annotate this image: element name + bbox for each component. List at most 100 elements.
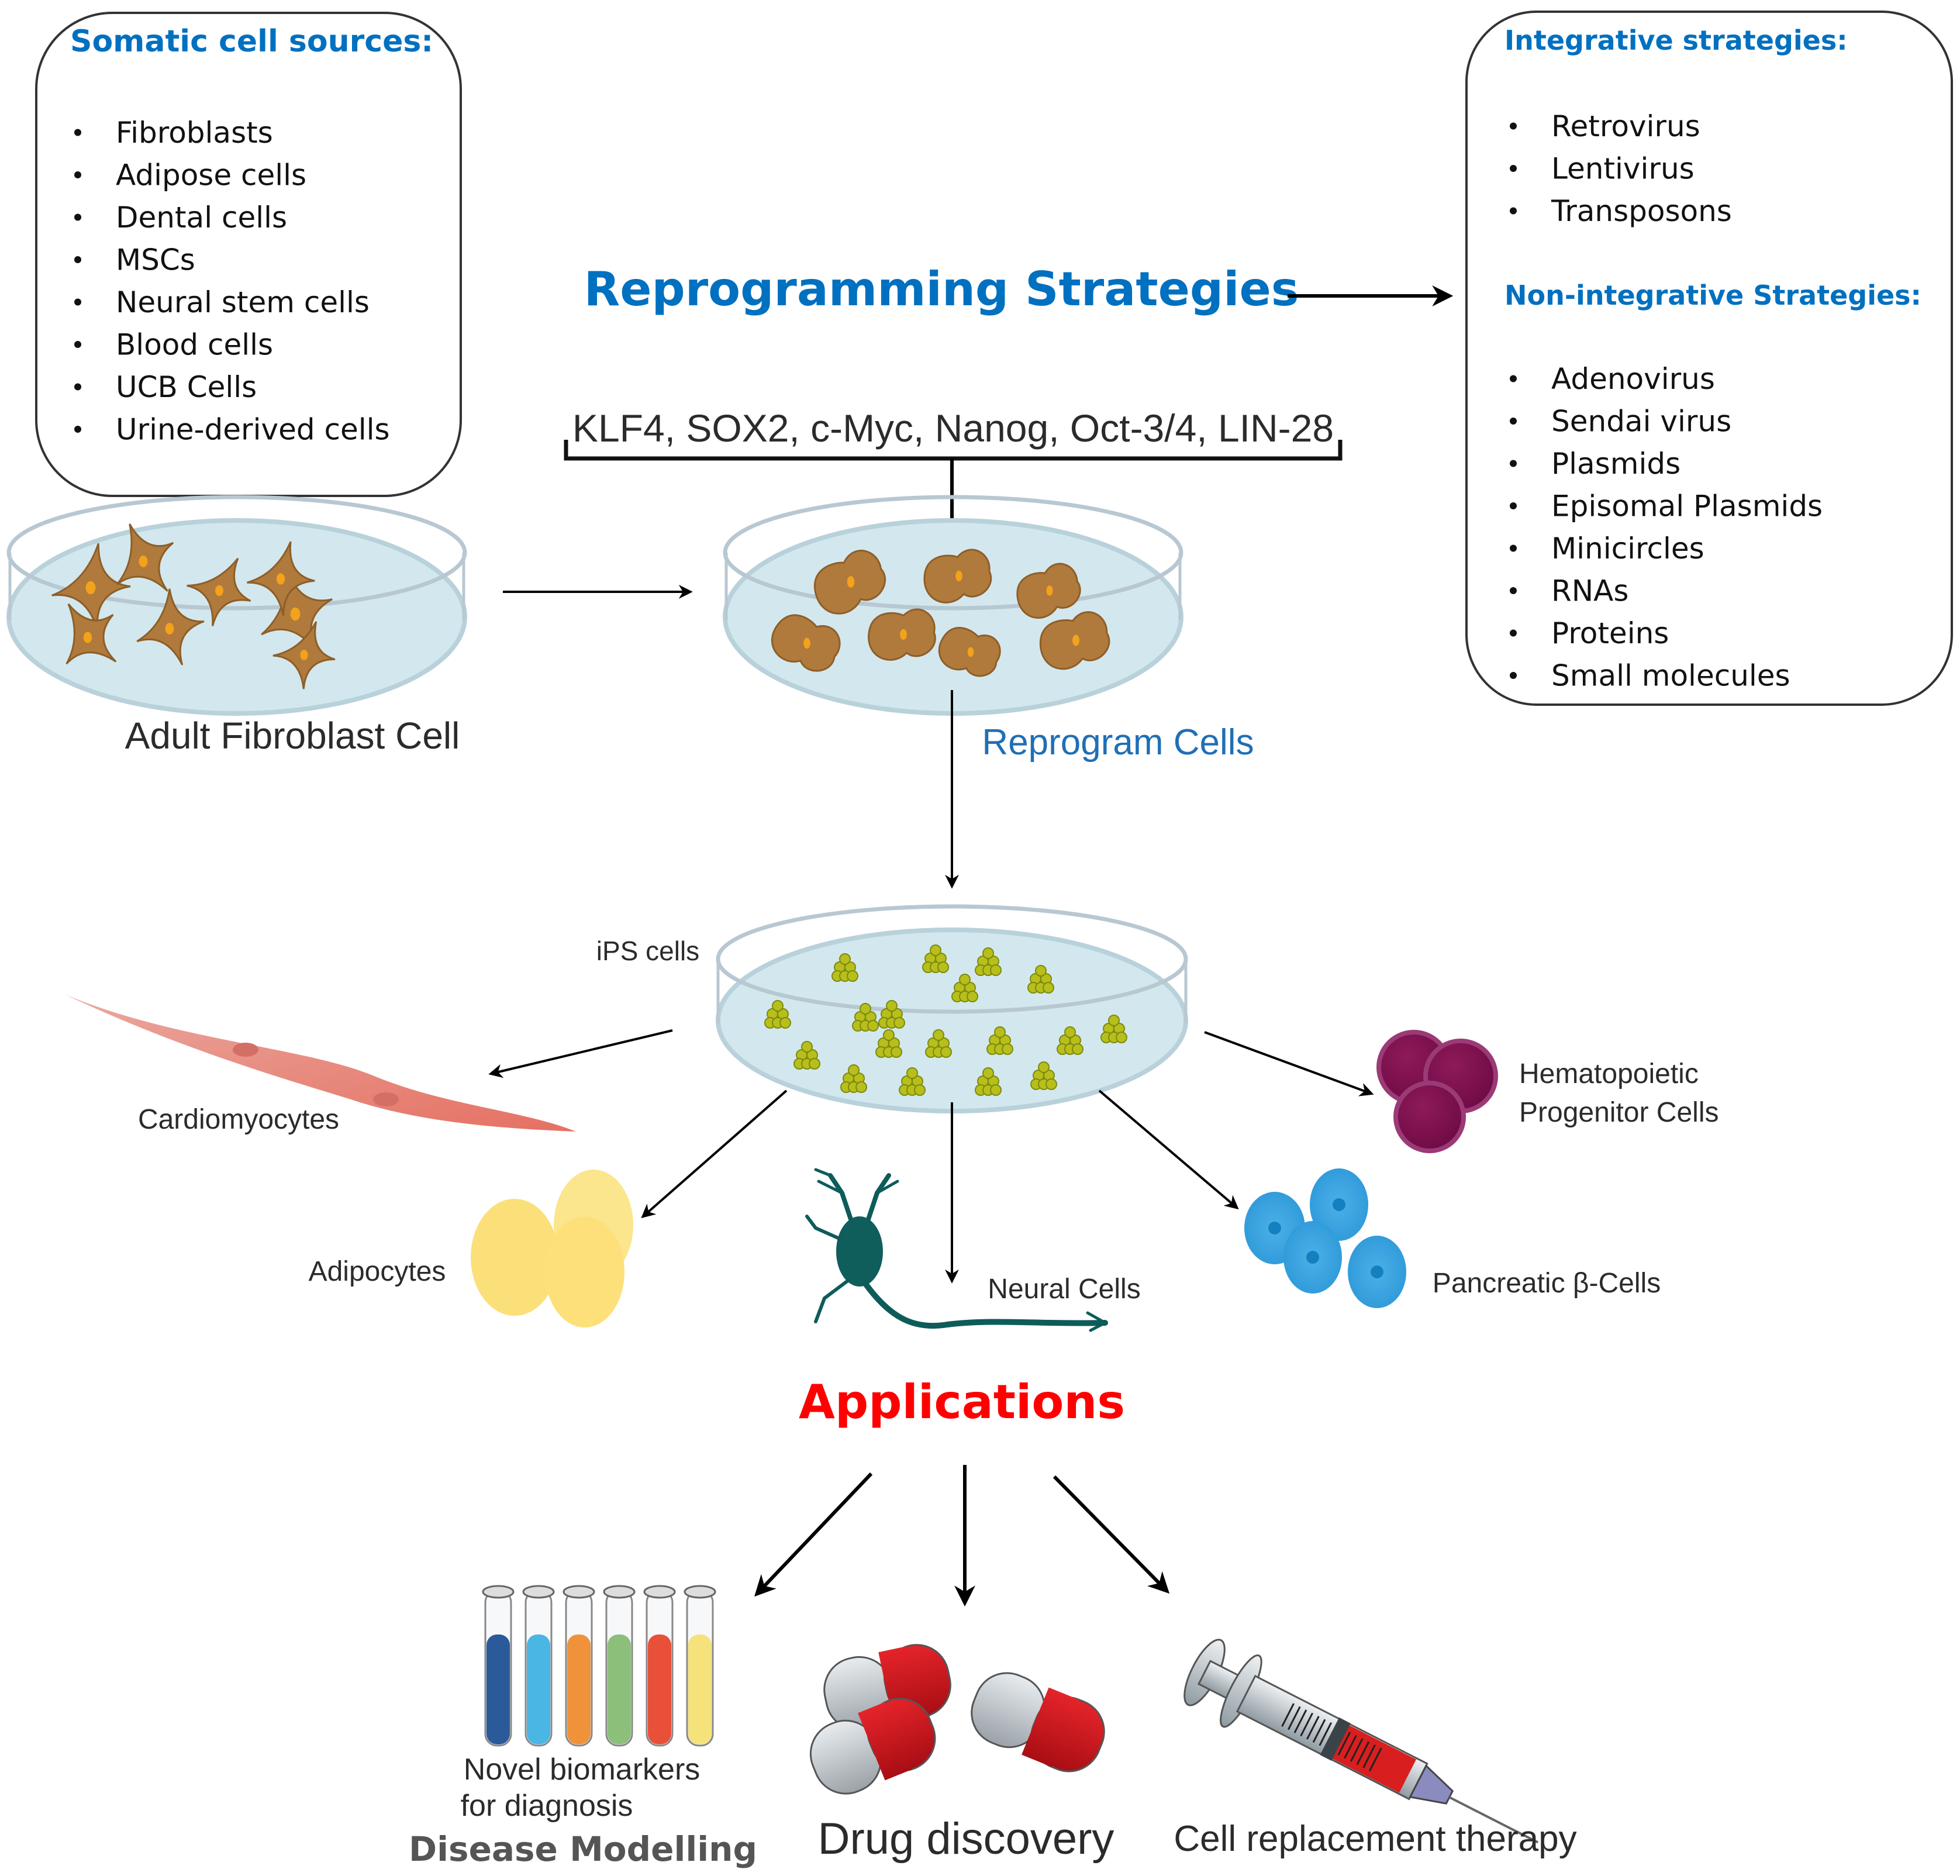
test-tubes-illustration: [482, 1585, 716, 1747]
reprogramming-title: Reprogramming Strategies: [584, 262, 1299, 316]
bullet-icon: [74, 256, 81, 263]
list-item: Plasmids: [1551, 447, 1681, 481]
reprogramming-dish: [723, 495, 1183, 716]
cell-nucleus: [967, 647, 974, 657]
bullet-icon: [74, 213, 81, 221]
cell-nucleus: [803, 637, 810, 649]
bullet-icon: [1510, 165, 1517, 172]
list-item: Transposons: [1551, 194, 1732, 228]
bullet-icon: [1510, 629, 1517, 637]
ips-colony: [951, 974, 978, 1002]
drug-discovery-label: Drug discovery: [818, 1814, 1114, 1864]
bullet-icon: [74, 426, 81, 433]
pancreatic-cells-illustration: [1244, 1168, 1406, 1308]
arrow-to-disease-modelling: [754, 1472, 873, 1597]
cardiomyocytes-label: Cardiomyocytes: [138, 1104, 339, 1135]
list-item: Adipose cells: [116, 158, 306, 192]
ips-colony: [925, 1029, 952, 1058]
neuron-illustration: [805, 1168, 1109, 1332]
ips-colony: [975, 1067, 1002, 1096]
fibroblast-cells: [51, 523, 336, 689]
hematopoietic-label-line2: Progenitor Cells: [1519, 1097, 1719, 1128]
fibroblast-dish: [6, 495, 467, 716]
list-item: MSCs: [116, 243, 195, 277]
list-item: Proteins: [1551, 616, 1669, 650]
list-item: RNAs: [1551, 574, 1628, 608]
cell-nucleus: [165, 623, 174, 634]
strategies-box: Integrative strategies: RetrovirusLentiv…: [1465, 11, 1953, 706]
list-item: Adenovirus: [1551, 362, 1715, 396]
cardiomyocyte-illustration: [64, 994, 576, 1132]
test-tube: [643, 1585, 676, 1747]
bullet-icon: [1510, 672, 1517, 679]
cell-nucleus: [847, 576, 855, 588]
cell-nucleus: [1072, 634, 1079, 646]
somatic-heading: Somatic cell sources:: [70, 24, 433, 59]
biomarkers-caption-line2: for diagnosis: [461, 1789, 633, 1823]
bullet-icon: [74, 298, 81, 306]
ips-colonies: [764, 944, 1127, 1096]
integrative-heading: Integrative strategies:: [1504, 25, 1848, 56]
ips-colony: [1100, 1015, 1127, 1043]
list-item: UCB Cells: [116, 370, 257, 404]
non-integrative-heading: Non-integrative Strategies:: [1504, 280, 1921, 311]
adipocytes-illustration: [471, 1170, 633, 1327]
cell-nucleus: [139, 556, 148, 567]
ips-colony: [878, 1000, 905, 1029]
test-tube: [684, 1585, 716, 1747]
bullet-icon: [1510, 460, 1517, 467]
reprogramming-factors: KLF4, SOX2, c-Myc, Nanog, Oct-3/4, LIN-2…: [572, 406, 1334, 450]
ips-colony: [875, 1029, 902, 1058]
disease-modelling-title: Disease Modelling: [409, 1829, 757, 1869]
list-item: Blood cells: [116, 328, 273, 362]
cell-nucleus: [1046, 585, 1053, 596]
ips-colony: [1057, 1026, 1083, 1055]
list-item: Dental cells: [116, 201, 287, 235]
list-item: Episomal Plasmids: [1551, 489, 1823, 523]
reprogram-cells-label: Reprogram Cells: [982, 722, 1254, 763]
bullet-icon: [74, 383, 81, 391]
hematopoietic-label-line1: Hematopoietic: [1519, 1058, 1699, 1089]
test-tube: [603, 1585, 636, 1747]
ips-colony: [986, 1026, 1013, 1055]
fibroblast-cell: [65, 603, 117, 665]
strategies-box-frame: [1465, 11, 1953, 706]
cell-nucleus: [300, 650, 308, 660]
adipocytes-label: Adipocytes: [309, 1256, 446, 1287]
arrow-to-hematopoietic: [1204, 1031, 1374, 1096]
ips-colony: [975, 947, 1002, 976]
ips-colony: [922, 944, 949, 973]
list-item: Fibroblasts: [116, 116, 273, 150]
cell-nucleus: [290, 607, 301, 621]
test-tube: [563, 1585, 595, 1747]
ips-colony: [1030, 1061, 1057, 1090]
test-tube: [482, 1585, 515, 1747]
bullet-icon: [74, 341, 81, 348]
ips-colony: [852, 1003, 879, 1032]
list-item: Minicircles: [1551, 532, 1704, 565]
list-item: Urine-derived cells: [116, 413, 390, 447]
cell-nucleus: [215, 585, 223, 596]
bullet-icon: [1510, 587, 1517, 594]
somatic-sources-box: Somatic cell sources: FibroblastsAdipose…: [35, 12, 462, 497]
bullet-icon: [1510, 375, 1517, 382]
neural-cells-label: Neural Cells: [988, 1274, 1140, 1305]
bullet-icon: [1510, 207, 1517, 215]
cell-replacement-label: Cell replacement therapy: [1174, 1819, 1576, 1859]
bullet-icon: [1510, 122, 1517, 130]
bullet-icon: [74, 171, 81, 178]
pills-illustration: [809, 1644, 1105, 1795]
arrow-to-pancreatic: [1098, 1089, 1239, 1210]
cell-nucleus: [85, 581, 96, 595]
ips-dish: [716, 904, 1188, 1113]
ips-colony: [840, 1064, 867, 1093]
cell-nucleus: [900, 629, 907, 640]
ips-colony: [1027, 965, 1054, 994]
ips-colony: [764, 1000, 791, 1029]
syringe-illustration: [1183, 1639, 1539, 1844]
cell-nucleus: [83, 632, 92, 643]
ips-colony: [793, 1041, 820, 1070]
